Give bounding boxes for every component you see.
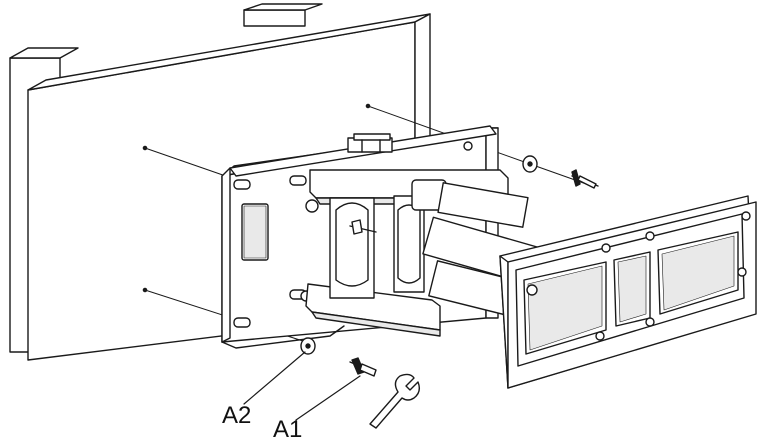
label-a1: A1: [273, 416, 303, 443]
lag-bolt-a1: [349, 357, 377, 377]
leader-lines: [243, 351, 361, 421]
washer-a2: [300, 337, 316, 355]
wrench: [369, 373, 421, 429]
tv-bracket: [499, 195, 757, 389]
label-a2: A2: [222, 402, 252, 429]
swing-arms: [305, 169, 542, 337]
lag-bolt-upper: [522, 155, 599, 189]
